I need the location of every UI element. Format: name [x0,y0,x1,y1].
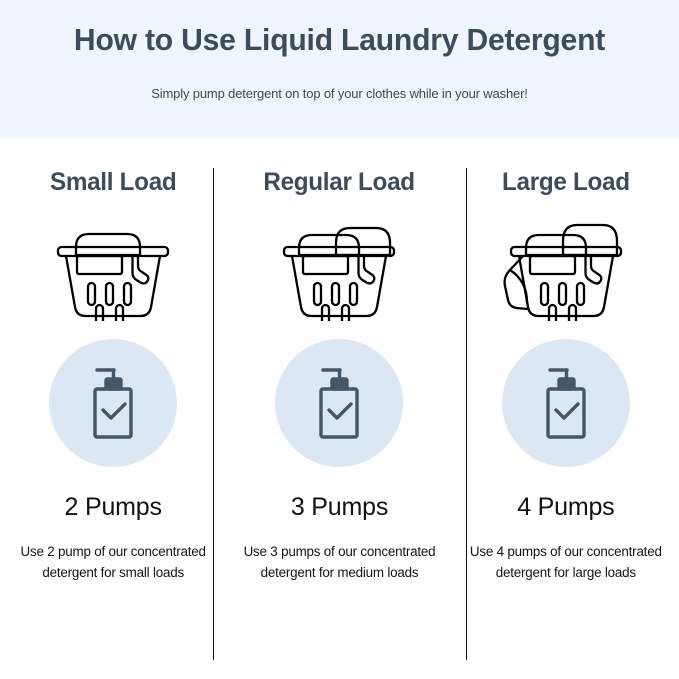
pump-bottle-check-icon [311,363,367,443]
laundry-basket-regular-icon [274,217,404,321]
load-column-small: Small Load [0,138,226,679]
load-column-large: Large Load [453,138,679,679]
load-description-regular: Use 3 pumps of our concentrated detergen… [243,544,436,580]
load-heading-small: Small Load [49,168,177,196]
laundry-basket-large-icon [501,217,631,321]
pump-circle-small [49,339,178,467]
pump-bottle-check-icon [85,363,141,443]
pump-circle-regular [275,339,404,467]
load-heading-large: Large Load [501,168,630,196]
load-heading-regular: Regular Load [263,168,416,196]
load-column-regular: Regular Load [226,138,452,679]
page-title: How to Use Liquid Laundry Detergent [73,22,606,57]
pump-circle-large [501,339,630,467]
column-divider-left [213,168,214,660]
page-subtitle: Simply pump detergent on top of your clo… [151,86,528,101]
load-description-small: Use 2 pump of our concentrated detergent… [20,544,207,580]
pump-bottle-check-icon [538,363,594,443]
load-description-large: Use 4 pumps of our concentrated detergen… [469,544,662,580]
column-divider-right [466,168,467,660]
header-band: How to Use Liquid Laundry Detergent Simp… [0,0,679,138]
pump-count-small: 2 Pumps [64,493,162,521]
pump-count-regular: 3 Pumps [290,493,389,521]
load-columns: Small Load [0,138,679,679]
pump-count-large: 4 Pumps [517,493,615,521]
laundry-basket-small-icon [48,217,178,321]
